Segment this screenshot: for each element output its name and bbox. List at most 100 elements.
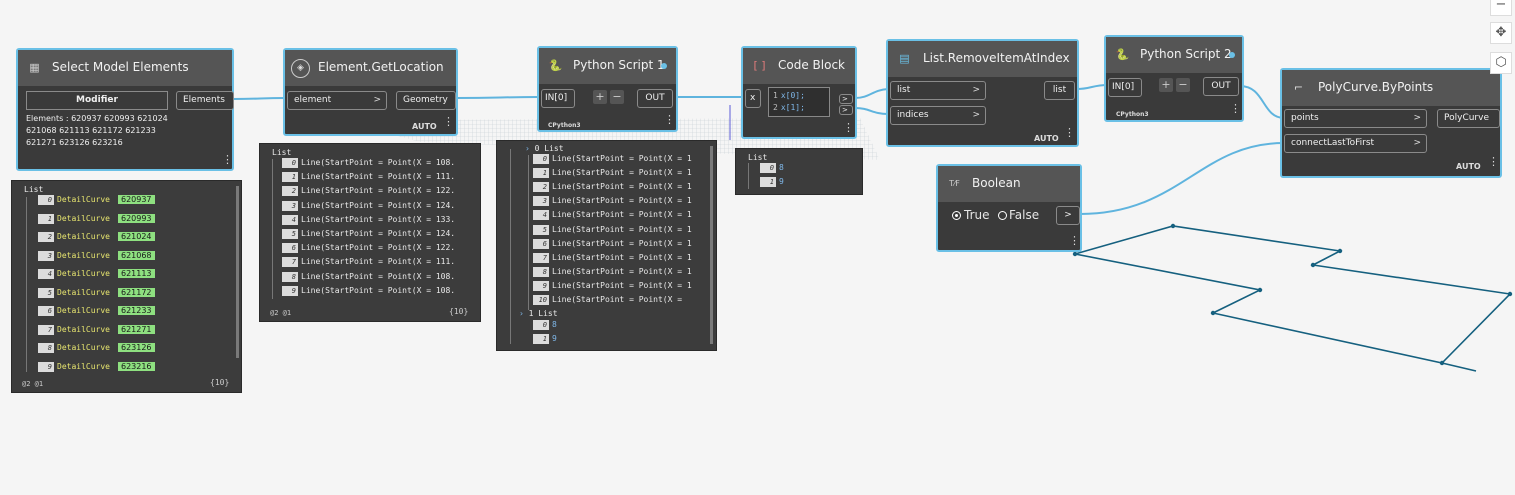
line-value: Line(StartPoint = Point(X = 1 bbox=[552, 210, 692, 220]
line-value: Line(StartPoint = Point(X = 122. bbox=[301, 186, 456, 196]
node-element-getlocation[interactable]: ◈ Element.GetLocation element> Geometry … bbox=[283, 48, 458, 136]
add-input-button[interactable]: + bbox=[593, 90, 607, 104]
collapse-arrow-icon[interactable]: › bbox=[525, 144, 530, 153]
radio-true[interactable] bbox=[952, 211, 961, 220]
node-menu-icon[interactable]: ⋮ bbox=[222, 153, 233, 166]
index-value: 8 bbox=[779, 163, 784, 172]
output-port-geometry[interactable]: Geometry bbox=[396, 91, 456, 110]
lacing-label[interactable]: AUTO bbox=[412, 122, 437, 131]
node-header[interactable] bbox=[743, 48, 855, 84]
radio-false-label[interactable]: False bbox=[1009, 208, 1040, 222]
remove-input-button[interactable]: − bbox=[610, 90, 624, 104]
node-menu-icon[interactable]: ⋮ bbox=[1230, 102, 1241, 115]
node-header[interactable] bbox=[1106, 37, 1242, 73]
lacing-label[interactable]: AUTO bbox=[1456, 162, 1481, 171]
list-index: 3 bbox=[38, 250, 54, 261]
output-port-out[interactable]: OUT bbox=[637, 89, 673, 108]
scrollbar[interactable] bbox=[710, 146, 713, 344]
node-boolean[interactable]: T⁄F Boolean True False > ⋮ bbox=[936, 164, 1082, 252]
list-index: 0 bbox=[533, 320, 549, 330]
list-index: 2 bbox=[282, 186, 298, 197]
input-port-indices[interactable]: indices> bbox=[890, 106, 986, 125]
collapse-arrow-icon[interactable]: › bbox=[519, 309, 524, 318]
node-python-script-2[interactable]: 🐍 Python Script 2 IN[0] + − OUT CPython3… bbox=[1104, 35, 1244, 122]
list-index: 3 bbox=[282, 200, 298, 211]
element-id: 621233 bbox=[117, 306, 155, 315]
line-value: Line(StartPoint = Point(X = 111. bbox=[301, 172, 456, 182]
node-menu-icon[interactable]: ⋮ bbox=[1064, 126, 1075, 139]
node-header[interactable] bbox=[938, 166, 1080, 202]
zoom-out-button[interactable]: − bbox=[1490, 0, 1512, 16]
pan-icon[interactable]: ✥ bbox=[1490, 22, 1512, 44]
element-id: 621024 bbox=[117, 232, 155, 241]
modifier-button[interactable]: Modifier bbox=[26, 91, 168, 110]
list-index: 0 bbox=[38, 195, 54, 205]
scrollbar[interactable] bbox=[236, 186, 239, 358]
list-index: 4 bbox=[282, 214, 298, 225]
element-id: 623216 bbox=[117, 361, 155, 371]
node-menu-icon[interactable]: ⋮ bbox=[843, 121, 854, 134]
node-title: PolyCurve.ByPoints bbox=[1318, 80, 1434, 94]
input-port-list[interactable]: list> bbox=[890, 81, 986, 100]
chevron-right-icon: > bbox=[1413, 113, 1421, 123]
input-port-in0[interactable]: IN[0] bbox=[541, 89, 575, 108]
node-header[interactable] bbox=[18, 50, 232, 86]
node-select-model-elements[interactable]: ▦ Select Model Elements Modifier Element… bbox=[16, 48, 234, 171]
remove-input-button[interactable]: − bbox=[1176, 78, 1190, 92]
add-input-button[interactable]: + bbox=[1159, 78, 1173, 92]
line-value: Line(StartPoint = Point(X = bbox=[552, 295, 683, 304]
modified-indicator-dot bbox=[661, 63, 667, 69]
element-type: DetailCurve bbox=[57, 324, 110, 334]
output-port-out[interactable]: OUT bbox=[1203, 77, 1239, 96]
node-python-script-1[interactable]: 🐍 Python Script 1 IN[0] + − OUT CPython3… bbox=[537, 46, 678, 132]
node-header[interactable] bbox=[539, 48, 676, 84]
lacing-label[interactable]: AUTO bbox=[1034, 134, 1059, 143]
input-port-in0[interactable]: IN[0] bbox=[1108, 78, 1142, 97]
output-port-line-2[interactable]: > bbox=[839, 105, 853, 115]
output-port-list[interactable]: list bbox=[1044, 81, 1075, 100]
node-polycurve-bypoints[interactable]: ⌐ PolyCurve.ByPoints points> connectLast… bbox=[1280, 68, 1502, 178]
output-port-line-1[interactable]: > bbox=[839, 94, 853, 104]
node-menu-icon[interactable]: ⋮ bbox=[443, 115, 454, 128]
input-port-points[interactable]: points> bbox=[1284, 109, 1427, 128]
node-header[interactable] bbox=[1282, 70, 1500, 106]
input-port-element[interactable]: element> bbox=[287, 91, 387, 110]
view-3d-icon[interactable]: ⬡ bbox=[1490, 52, 1512, 74]
element-type: DetailCurve bbox=[57, 269, 110, 278]
input-port-connectlasttofirst[interactable]: connectLastToFirst> bbox=[1284, 134, 1427, 153]
node-menu-icon[interactable]: ⋮ bbox=[664, 113, 675, 126]
chevron-right-icon: > bbox=[1413, 138, 1421, 148]
node-list-removeitematindex[interactable]: ▤ List.RemoveItemAtIndex list> indices> … bbox=[886, 39, 1079, 147]
python-engine-label[interactable]: CPython3 bbox=[548, 122, 581, 129]
node-header[interactable] bbox=[285, 50, 456, 86]
line-value: Line(StartPoint = Point(X = 1 bbox=[552, 252, 692, 262]
output-port-boolean[interactable]: > bbox=[1056, 206, 1080, 225]
radio-true-label[interactable]: True bbox=[964, 208, 990, 222]
tree-line bbox=[528, 155, 529, 310]
polycurve-icon: ⌐ bbox=[1293, 81, 1304, 94]
node-header[interactable] bbox=[888, 41, 1077, 77]
line-value: Line(StartPoint = Point(X = 1 bbox=[552, 266, 692, 276]
radio-false[interactable] bbox=[998, 211, 1007, 220]
line-value: Line(StartPoint = Point(X = 111. bbox=[301, 257, 456, 267]
output-port-elements[interactable]: Elements bbox=[176, 91, 234, 110]
input-port-x[interactable]: x bbox=[745, 89, 761, 108]
output-port-polycurve[interactable]: PolyCurve bbox=[1437, 109, 1500, 128]
list-index: 10 bbox=[533, 295, 549, 305]
node-menu-icon[interactable]: ⋮ bbox=[1488, 155, 1499, 168]
node-menu-icon[interactable]: ⋮ bbox=[1069, 234, 1080, 247]
line-value: Line(StartPoint = Point(X = 133. bbox=[301, 214, 456, 224]
python-engine-label[interactable]: CPython3 bbox=[1116, 111, 1149, 118]
